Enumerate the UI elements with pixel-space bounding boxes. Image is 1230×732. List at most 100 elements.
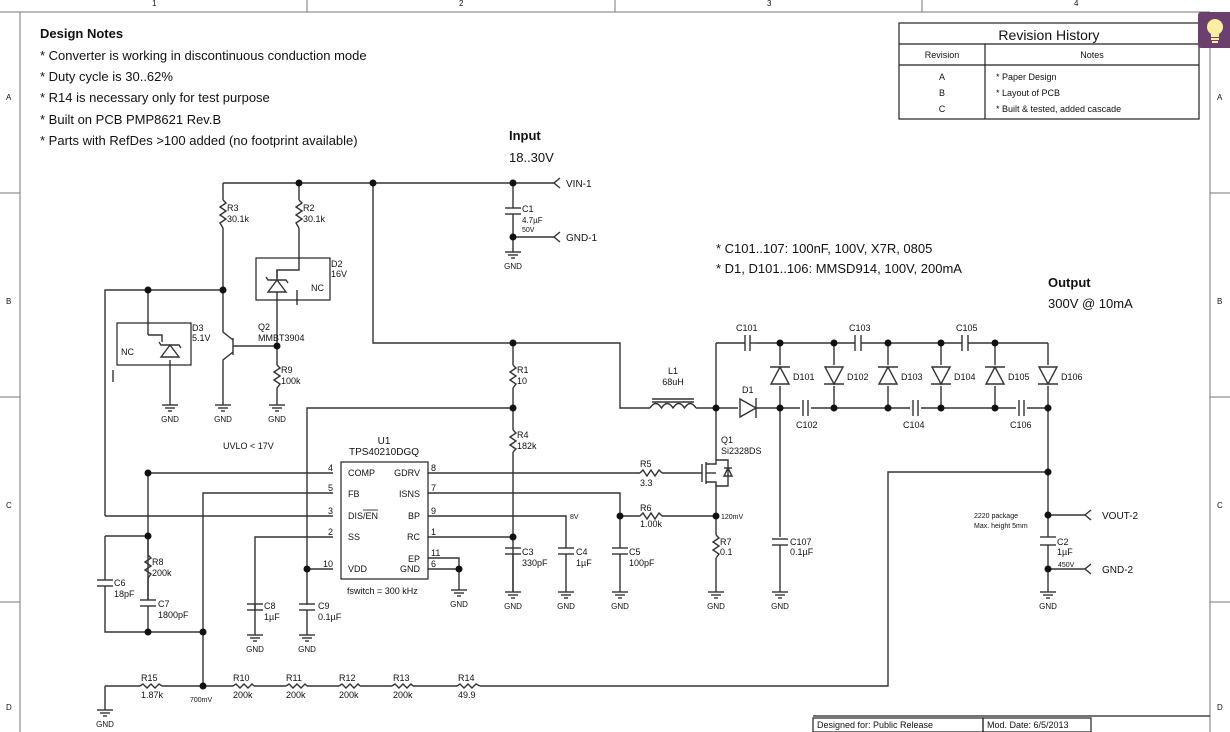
diode-D105[interactable]: D105 xyxy=(984,365,1030,385)
gnd-label: GND xyxy=(246,645,264,654)
row-label: D xyxy=(1217,703,1223,712)
connector-gnd1[interactable]: GND-1 xyxy=(552,231,598,244)
capacitor-C8[interactable]: C8 1µF xyxy=(247,601,280,622)
value-label: 1.87k xyxy=(141,690,164,700)
pin-number: 3 xyxy=(328,506,333,516)
resistor-R2[interactable]: R2 30.1k xyxy=(294,199,326,229)
pin-name: SS xyxy=(348,532,360,542)
diode-D102[interactable]: D102 xyxy=(823,366,869,386)
value-label: 200k xyxy=(393,690,413,700)
resistor-R6[interactable]: R6 1.00k xyxy=(639,503,663,529)
resistor-R14[interactable]: R14 49.9 xyxy=(456,673,481,700)
resistor-R5[interactable]: R5 3.3 xyxy=(639,459,663,488)
row-label: C xyxy=(1217,501,1223,510)
mod-date: Mod. Date: 6/5/2013 xyxy=(987,720,1069,730)
gnd-label: GND xyxy=(504,262,522,271)
resistor-R4[interactable]: R4 182k xyxy=(508,429,537,453)
resistor-R3[interactable]: R3 30.1k xyxy=(218,199,250,229)
ref-label: D1 xyxy=(742,385,754,395)
capacitor-C5[interactable]: C5 100pF xyxy=(612,547,655,568)
value-label: 49.9 xyxy=(458,690,476,700)
ref-label: R14 xyxy=(458,673,475,683)
column-label: 2 xyxy=(459,0,464,8)
diode-D103[interactable]: D103 xyxy=(877,365,923,385)
value-label: 200k xyxy=(152,568,172,578)
capacitor-C6[interactable]: C6 18pF xyxy=(97,578,135,599)
ref-label: L1 xyxy=(668,366,678,376)
row-label: D xyxy=(6,703,12,712)
diode-D101[interactable]: D101 xyxy=(769,365,815,385)
mosfet-Q1[interactable]: Q1 Si2328DS xyxy=(701,435,762,487)
capacitor-C104[interactable]: C104 xyxy=(903,400,925,430)
capacitor-C1[interactable]: C1 4.7µF 50V xyxy=(505,204,543,234)
resistor-R11[interactable]: R11 200k xyxy=(285,673,308,700)
zener-D2[interactable]: D2 16V NC xyxy=(255,257,347,301)
capacitor-C4[interactable]: C4 1µF xyxy=(558,547,592,568)
capacitor-C106[interactable]: C106 xyxy=(1010,400,1032,430)
ref-label: D103 xyxy=(901,372,923,382)
resistor-R7[interactable]: R7 0.1 xyxy=(711,534,733,559)
ref-label: R8 xyxy=(152,557,164,567)
resistor-R13[interactable]: R13 200k xyxy=(391,673,414,700)
capacitor-C103[interactable]: C103 xyxy=(849,323,871,351)
pin-number: 4 xyxy=(328,463,333,473)
design-notes: Design Notes * Converter is working in d… xyxy=(40,26,367,148)
pin-number: 2 xyxy=(328,527,333,537)
designed-for: Designed for: Public Release xyxy=(817,720,933,730)
connector-gnd2[interactable]: GND-2 xyxy=(1083,563,1134,576)
rating-label: 50V xyxy=(522,227,535,234)
row-label: A xyxy=(6,93,12,102)
input-title: Input xyxy=(509,128,541,143)
revision-header: Revision xyxy=(925,50,960,60)
ground-icon: GND xyxy=(161,404,179,424)
capacitor-C105[interactable]: C105 xyxy=(956,323,978,351)
ground-icon: GND xyxy=(214,404,232,424)
resistor-R1[interactable]: R1 10 xyxy=(508,364,529,389)
ground-icon: GND xyxy=(246,634,264,654)
gnd-label: GND xyxy=(1039,602,1057,611)
capacitor-C107[interactable]: C107 0.1µF xyxy=(772,537,814,557)
capacitor-C2[interactable]: C2 1µF 450V xyxy=(1040,536,1075,569)
resistor-R15[interactable]: R15 1.87k xyxy=(139,673,164,700)
parts-note: * C101..107: 100nF, 100V, X7R, 0805 xyxy=(716,241,932,256)
diode-D1[interactable]: D1 xyxy=(739,385,758,419)
zener-D3[interactable]: D3 5.1V NC xyxy=(116,322,211,366)
capacitor-C3[interactable]: C3 330pF xyxy=(505,547,548,568)
diode-D106[interactable]: D106 xyxy=(1037,366,1083,386)
resistor-R9[interactable]: R9 100k xyxy=(272,364,301,389)
pin-name: FB xyxy=(348,489,360,499)
connector-vin[interactable]: VIN-1 xyxy=(552,177,592,190)
ref-label: D2 xyxy=(331,259,343,269)
capacitor-C102[interactable]: C102 xyxy=(796,400,818,430)
ref-label: R5 xyxy=(640,459,652,469)
inductor-L1[interactable]: L1 68uH xyxy=(649,366,697,410)
capacitor-C101[interactable]: C101 xyxy=(736,323,758,351)
hint-button[interactable] xyxy=(1198,12,1230,48)
ground-icon: GND xyxy=(557,591,575,611)
ic-U1[interactable]: U1 TPS40210DGQ COMP FB DIS/EN SS VDD 4 5… xyxy=(323,436,440,580)
pin-number: 10 xyxy=(323,559,333,569)
value-label: 18pF xyxy=(114,589,135,599)
resistor-R12[interactable]: R12 200k xyxy=(338,673,361,700)
notes-cell: * Paper Design xyxy=(996,72,1057,82)
ref-label: R2 xyxy=(303,203,315,213)
ref-label: Q1 xyxy=(721,435,733,445)
value-label: 5.1V xyxy=(192,333,211,343)
row-label: B xyxy=(6,297,11,306)
connector-vout[interactable]: VOUT-2 xyxy=(1083,509,1139,522)
gnd-label: GND xyxy=(268,415,286,424)
gnd-label: GND xyxy=(161,415,179,424)
diode-D104[interactable]: D104 xyxy=(930,366,976,386)
nc-label: NC xyxy=(311,283,324,293)
resistor-R10[interactable]: R10 200k xyxy=(232,673,255,700)
ref-label: R12 xyxy=(339,673,356,683)
capacitor-C7[interactable]: C7 1800pF xyxy=(140,599,189,620)
bjt-Q2[interactable]: Q2 MMBT3904 xyxy=(232,322,305,355)
ref-label: R13 xyxy=(393,673,410,683)
design-note: * R14 is necessary only for test purpose xyxy=(40,90,270,105)
ground-icon: GND xyxy=(96,709,114,729)
pin-number: 7 xyxy=(431,483,436,493)
capacitor-C9[interactable]: C9 0.1µF xyxy=(299,601,342,622)
resistor-R8[interactable]: R8 200k xyxy=(143,554,172,579)
